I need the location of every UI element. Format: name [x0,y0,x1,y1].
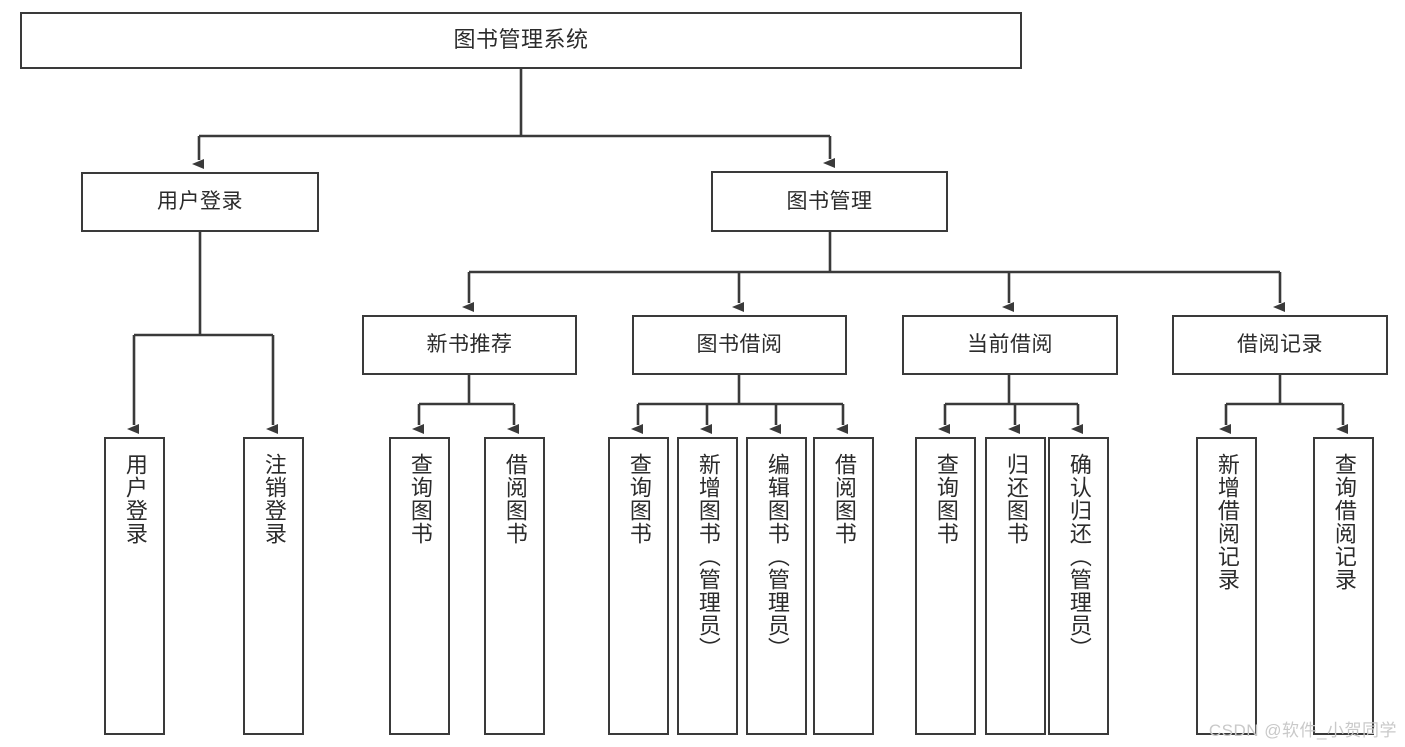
node-label: 新书推荐 [426,333,513,357]
node-leaf-confirm-return[interactable]: 确认归还（管理员） [1048,437,1109,735]
node-leaf-borrow-book[interactable]: 借阅图书 [813,437,874,735]
node-borrow-record[interactable]: 借阅记录 [1172,315,1388,375]
node-new-book-recommend[interactable]: 新书推荐 [362,315,577,375]
node-label: 注销登录 [261,453,287,545]
node-label: 用户登录 [157,190,243,214]
node-label: 编辑图书（管理员） [764,453,790,660]
node-label: 查询图书 [626,453,652,545]
node-label: 归还图书 [1003,453,1029,545]
node-leaf-user-login[interactable]: 用户登录 [104,437,165,735]
node-leaf-borrow-book-rec[interactable]: 借阅图书 [484,437,545,735]
node-label: 新增借阅记录 [1214,453,1240,591]
node-leaf-return-book[interactable]: 归还图书 [985,437,1046,735]
node-leaf-query-book-rec[interactable]: 查询图书 [389,437,450,735]
node-current-borrow[interactable]: 当前借阅 [902,315,1118,375]
node-leaf-logout[interactable]: 注销登录 [243,437,304,735]
node-label: 借阅图书 [831,453,857,545]
node-label: 查询借阅记录 [1331,453,1357,591]
node-label: 确认归还（管理员） [1066,453,1092,660]
node-leaf-query-record[interactable]: 查询借阅记录 [1313,437,1374,735]
node-label: 借阅记录 [1237,333,1323,357]
node-label: 新增图书（管理员） [695,453,721,660]
node-leaf-add-book[interactable]: 新增图书（管理员） [677,437,738,735]
node-label: 查询图书 [933,453,959,545]
node-label: 图书借阅 [696,333,783,357]
node-leaf-query-book[interactable]: 查询图书 [608,437,669,735]
node-label: 查询图书 [407,453,433,545]
node-book-borrow[interactable]: 图书借阅 [632,315,847,375]
node-leaf-add-record[interactable]: 新增借阅记录 [1196,437,1257,735]
node-root-system[interactable]: 图书管理系统 [20,12,1022,69]
node-leaf-edit-book[interactable]: 编辑图书（管理员） [746,437,807,735]
node-label: 图书管理系统 [453,27,589,53]
node-label: 借阅图书 [502,453,528,545]
node-book-manage[interactable]: 图书管理 [711,171,948,232]
node-label: 当前借阅 [967,333,1053,357]
node-leaf-query-book-cur[interactable]: 查询图书 [915,437,976,735]
node-label: 用户登录 [122,453,148,545]
node-label: 图书管理 [786,189,873,213]
node-user-login[interactable]: 用户登录 [81,172,319,232]
